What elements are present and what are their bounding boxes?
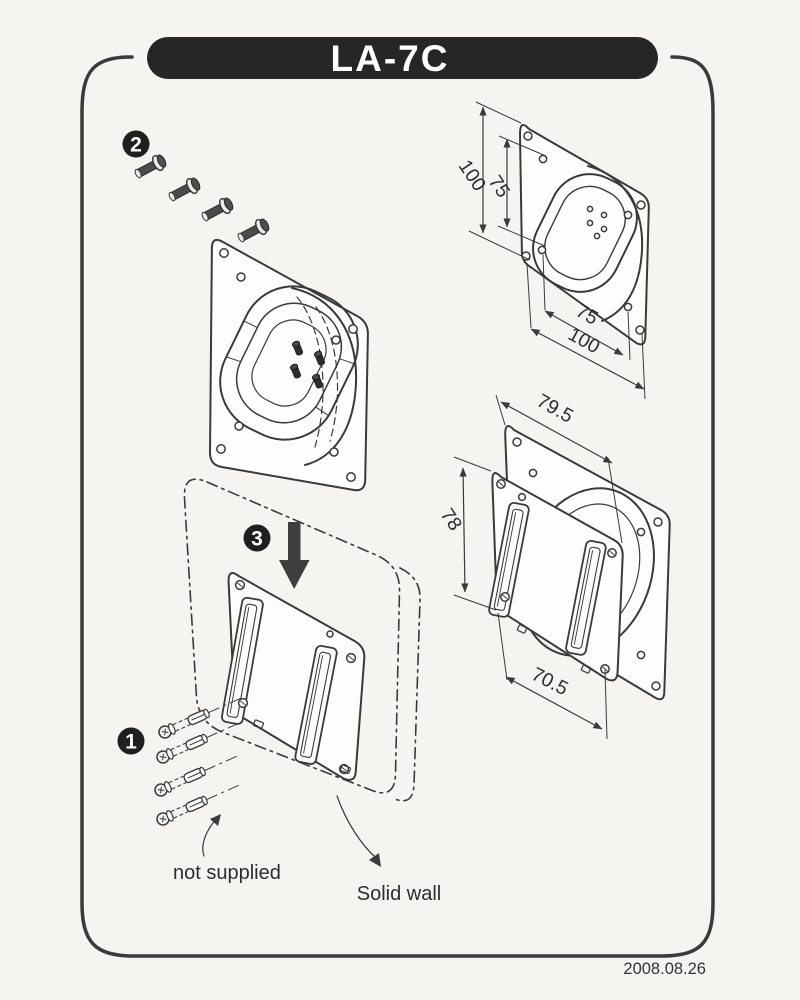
boss-front-profile: [587, 165, 644, 322]
dimension-line: [459, 467, 469, 593]
wall-plate-outline: [227, 572, 366, 781]
screw-icon: [201, 197, 234, 222]
extension-line: [526, 263, 532, 329]
extension-line: [453, 456, 492, 472]
leader-arrow-icon: [369, 853, 381, 867]
tilt-boss: [219, 285, 359, 441]
extension-line: [607, 457, 623, 544]
screw-icon: [134, 154, 167, 179]
step1-number: 1: [125, 731, 137, 754]
solid-wall-text: Solid wall: [357, 883, 441, 905]
extension-line: [497, 612, 508, 681]
vesa-adapter-plate: [209, 238, 369, 492]
step2-screws: [134, 154, 270, 243]
step2-badge: [122, 130, 150, 158]
step2-callout: 2: [122, 130, 150, 158]
wall-anchors: [154, 697, 243, 826]
wall-anchor-icon: [158, 697, 243, 739]
not-supplied-text: not supplied: [173, 862, 281, 884]
title-bar: LA-7C: [147, 37, 658, 79]
tilt-boss: [532, 173, 638, 293]
front-plate-holes: [496, 479, 617, 674]
dimension-line: [500, 401, 613, 464]
rail: [294, 644, 338, 765]
dimension-line: [530, 328, 645, 390]
rail: [221, 596, 264, 725]
page-title: LA-7C: [331, 38, 450, 79]
extension-line: [453, 594, 497, 611]
step3-number: 3: [251, 528, 263, 551]
revision-date: 2008.08.26: [623, 960, 706, 978]
step3-callout: 3: [243, 524, 271, 552]
not-supplied-label: not supplied: [173, 814, 281, 884]
wall-plate: [221, 572, 366, 781]
down-arrow-icon: [279, 522, 310, 589]
wall-anchor-icon: [156, 722, 241, 764]
wall-plate-dimension-diagram: 79.5 78 70.5: [436, 390, 671, 740]
hidden-line: [315, 306, 339, 442]
extension-line: [497, 225, 546, 247]
solid-wall-label: Solid wall: [336, 795, 441, 905]
title-pill: [147, 37, 658, 79]
wall-side-face: [394, 567, 421, 802]
step1-badge: [117, 727, 145, 755]
leader-arrow-icon: [210, 814, 221, 826]
dimension-line: [505, 676, 603, 730]
screw-icon: [237, 218, 270, 243]
wall-outline: [183, 478, 421, 802]
extension-line: [468, 230, 531, 261]
screw-posts: [289, 340, 326, 389]
extension-line: [542, 254, 546, 311]
step2-number: 2: [130, 134, 142, 157]
wall-anchor-icon: [156, 784, 241, 826]
plate-holes: [234, 579, 357, 775]
page-border: [80, 55, 715, 958]
wall-anchor-icon: [154, 755, 239, 797]
plate-holes: [521, 131, 646, 335]
step1-callout: 1: [117, 727, 145, 755]
extension-line: [604, 669, 608, 740]
rail: [565, 539, 607, 656]
extension-line: [475, 101, 522, 124]
plate-holes: [216, 248, 358, 482]
wall-front-face: [183, 478, 401, 794]
rear-plate-holes: [512, 437, 663, 691]
boss-holes: [586, 205, 608, 240]
step3-badge: [243, 524, 271, 552]
boss-front-profile: [291, 287, 358, 466]
screw-icon: [168, 177, 201, 202]
leader-line: [336, 795, 376, 858]
